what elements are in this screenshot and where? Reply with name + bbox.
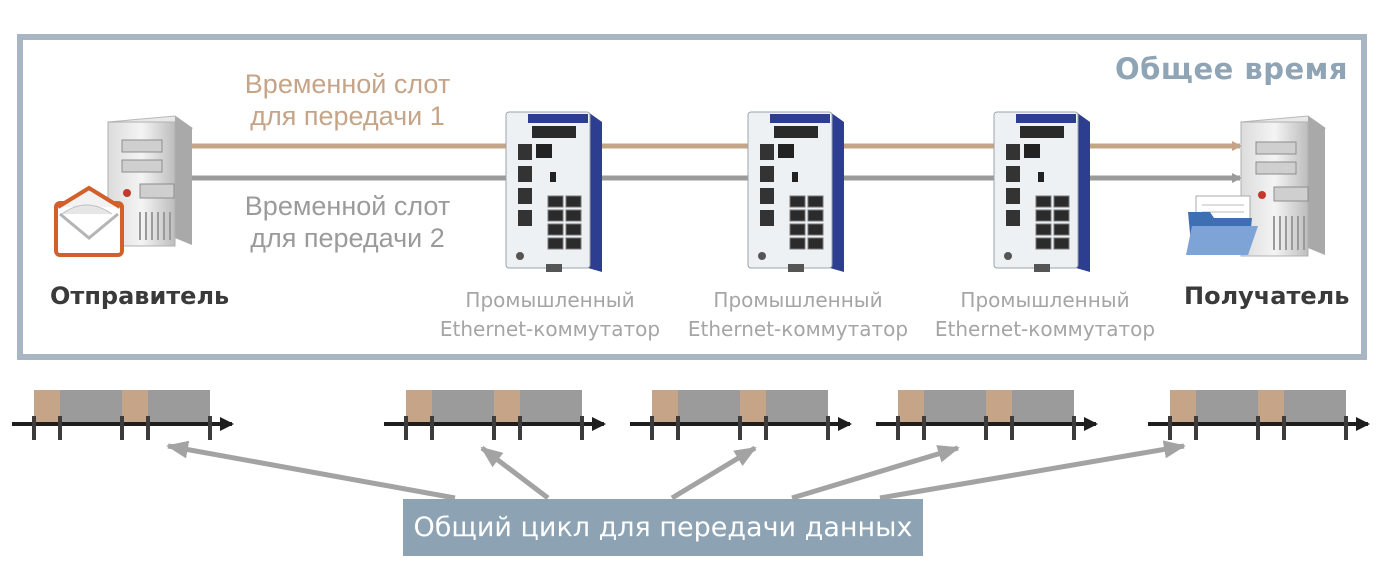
slot1-label-line1: Временной слот	[244, 69, 451, 99]
slot1-label: Временной слот для передачи 1	[215, 68, 480, 132]
switch-3-label-line1: Промышленный	[960, 288, 1130, 312]
slot1-label-line2: для передачи 1	[250, 101, 445, 131]
switch-3-icon	[993, 111, 1090, 272]
timeline-sender	[12, 390, 234, 440]
timeline-switch-1	[384, 390, 606, 440]
receiver-label: Получатель	[1184, 282, 1350, 310]
timeline-switch-2	[630, 390, 852, 440]
slot2-label-line2: для передачи 2	[250, 223, 445, 253]
timeline-switch-3	[876, 390, 1098, 440]
switch-3-label-line2: Ethernet-коммутатор	[934, 317, 1156, 341]
total-time-frame	[17, 34, 1367, 360]
switch-2-label-line1: Промышленный	[713, 288, 883, 312]
switch-2-icon	[747, 111, 844, 272]
switch-3-label: Промышленный Ethernet-коммутатор	[925, 286, 1165, 344]
switch-1-label-line2: Ethernet-коммутатор	[439, 317, 661, 341]
cycle-pointer-arrows	[166, 440, 1186, 501]
slot2-label: Временной слот для передачи 2	[215, 190, 480, 254]
total-time-title: Общее время	[1115, 52, 1348, 86]
sender-label: Отправитель	[50, 282, 230, 310]
folder-icon	[1186, 195, 1258, 255]
switch-1-label: Промышленный Ethernet-коммутатор	[430, 286, 670, 344]
cycle-caption: Общий цикл для передачи данных	[403, 499, 923, 556]
switch-1-label-line1: Промышленный	[465, 288, 635, 312]
envelope-icon	[54, 185, 124, 257]
switch-2-label-line2: Ethernet-коммутатор	[687, 317, 909, 341]
timeline-receiver	[1148, 390, 1370, 440]
slot2-label-line1: Временной слот	[244, 191, 451, 221]
switch-2-label: Промышленный Ethernet-коммутатор	[678, 286, 918, 344]
switch-1-icon	[505, 111, 602, 272]
